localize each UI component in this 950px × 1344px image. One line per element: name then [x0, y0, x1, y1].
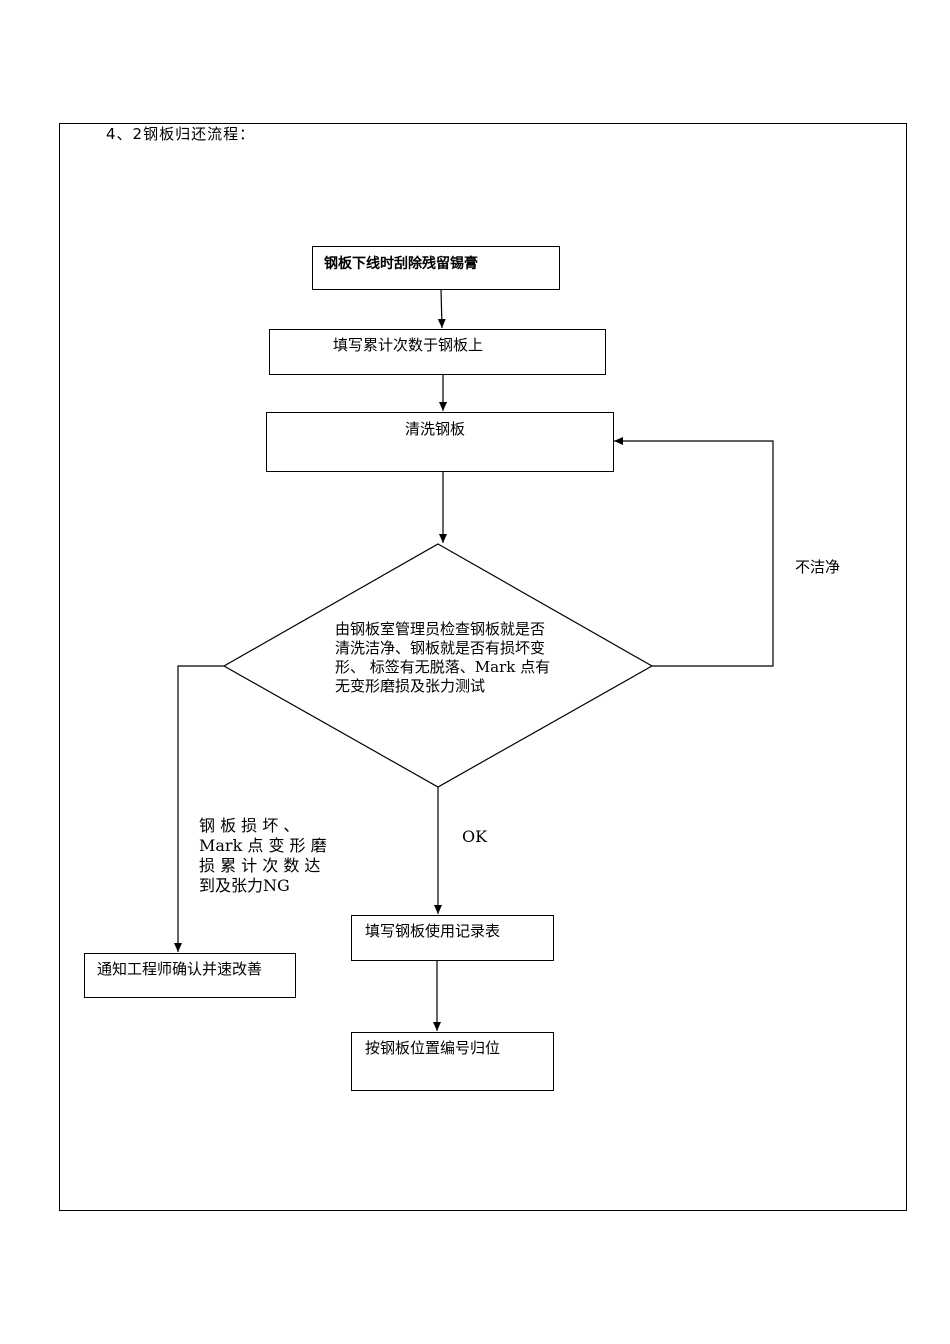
decision-line: 由钢板室管理员检查钢板就是否 — [335, 620, 546, 638]
decision-line: 清洗洁净、钢板就是否有损坏变 — [335, 639, 546, 657]
step3-box: 清洗钢板 — [266, 412, 614, 472]
table-frame — [59, 123, 907, 1211]
decision-line: 形、 标签有无脱落、Mark 点有 — [335, 658, 551, 676]
ng-action-text: 通知工程师确认并速改善 — [97, 960, 263, 978]
section-title: 4、2钢板归还流程： — [106, 125, 256, 143]
ng-label-line: 钢 板 损 坏 、 — [199, 816, 300, 835]
step1-box: 钢板下线时刮除残留锡膏 — [312, 246, 560, 290]
arrow-ng — [174, 665, 224, 952]
ng-label-line: Mark 点 变 形 磨 — [199, 836, 327, 855]
ng-label-line: 到及张力NG — [199, 876, 290, 895]
step2-text: 填写累计次数于钢板上 — [333, 336, 484, 354]
step4-box: 填写钢板使用记录表 — [351, 915, 554, 961]
step5-box: 按钢板位置编号归位 — [351, 1032, 554, 1091]
decision-line: 无变形磨损及张力测试 — [335, 677, 486, 695]
ng-action-box: 通知工程师确认并速改善 — [84, 953, 296, 998]
step3-text: 清洗钢板 — [405, 420, 466, 438]
step1-text: 钢板下线时刮除残留锡膏 — [324, 256, 478, 272]
step2-box: 填写累计次数于钢板上 — [269, 329, 606, 375]
ok-label: OK — [462, 827, 488, 846]
decision-text: 由钢板室管理员检查钢板就是否 清洗洁净、钢板就是否有损坏变 形、 标签有无脱落、… — [335, 620, 550, 696]
not-clean-label: 不洁净 — [795, 558, 841, 576]
loop-not-clean — [614, 437, 774, 667]
ng-label: 钢 板 损 坏 、 Mark 点 变 形 磨 损 累 计 次 数 达 到及张力N… — [199, 816, 327, 896]
step5-text: 按钢板位置编号归位 — [365, 1039, 501, 1057]
step4-text: 填写钢板使用记录表 — [365, 922, 501, 940]
arrow-step1-step2 — [437, 288, 446, 329]
ng-label-line: 损 累 计 次 数 达 — [199, 856, 321, 875]
